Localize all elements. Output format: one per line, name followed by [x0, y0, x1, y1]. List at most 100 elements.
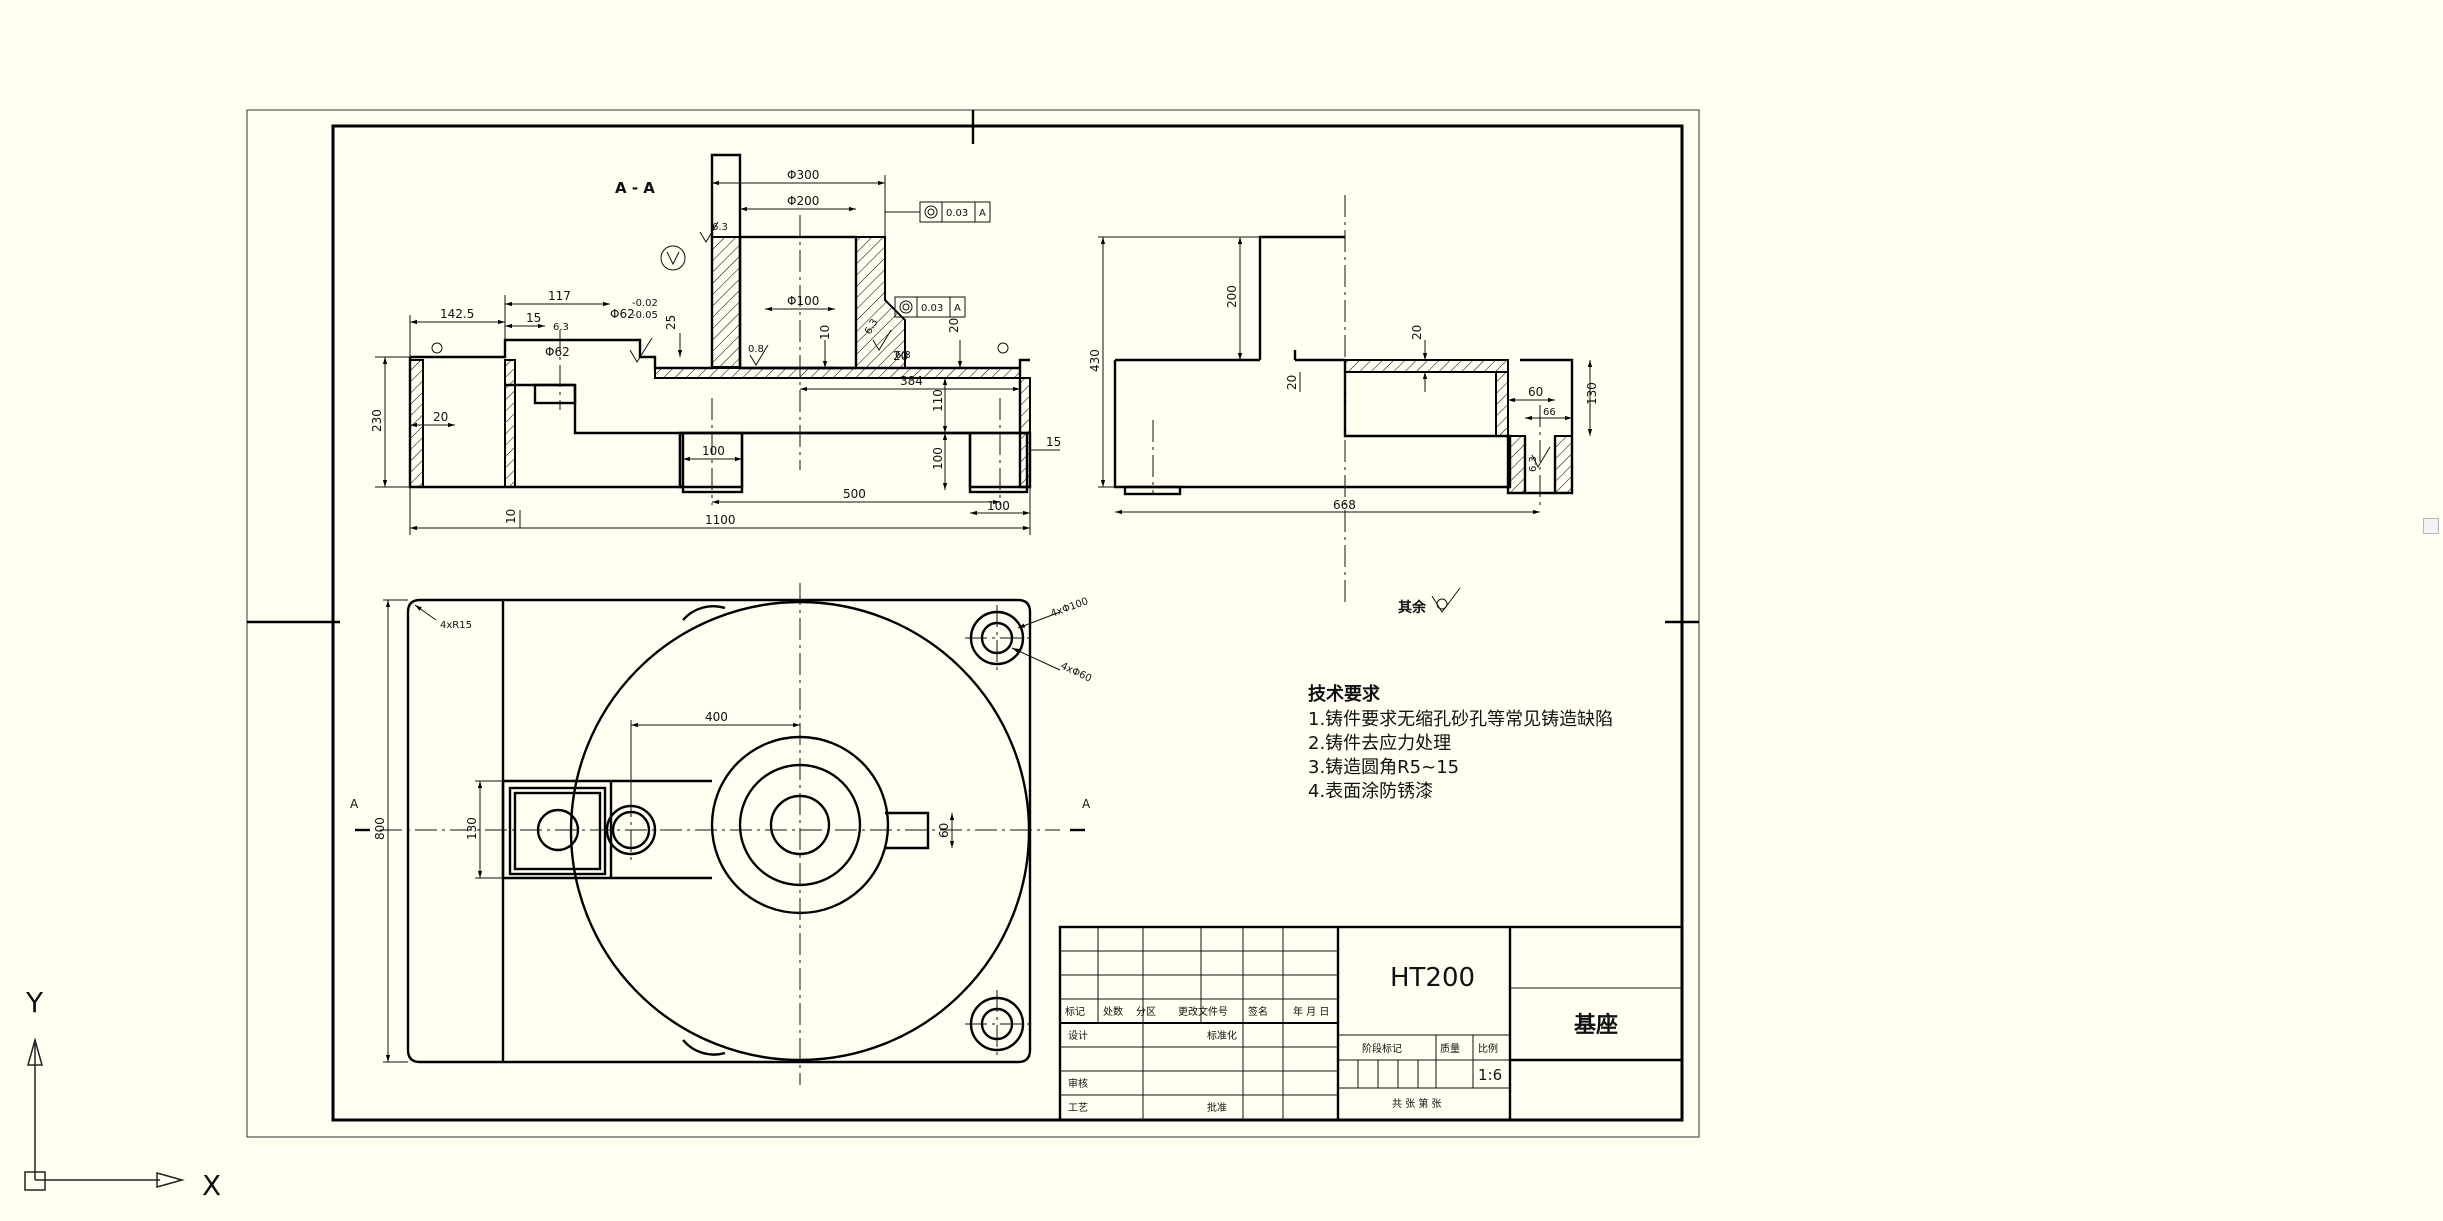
material: HT200 [1390, 963, 1475, 993]
dim-d100: Φ100 [787, 294, 819, 308]
coax2-datum: A [954, 303, 961, 314]
label-doc-no: 更改文件号 [1178, 1005, 1228, 1018]
dim-60h: 60 [937, 823, 951, 838]
label-design: 设计 [1068, 1029, 1088, 1042]
side-view: 430 200 20 20 60 66 130 668 6.3 [1088, 195, 1599, 605]
label-count: 处数 [1103, 1005, 1123, 1018]
label-sheets: 共 张 第 张 [1392, 1097, 1442, 1110]
label-review: 审核 [1068, 1077, 1088, 1090]
coax1-datum: A [979, 208, 986, 219]
hatch-left-wall [409, 359, 424, 488]
requirement-item-2: 2.铸件去应力处理 [1308, 733, 1451, 754]
section-title: A - A [615, 179, 655, 197]
dim-15a: 15 [526, 311, 541, 325]
dim-holes-big: 4xΦ100 [1049, 596, 1090, 620]
dim-15b: 15 [1046, 435, 1061, 449]
coaxiality-frame-2 [894, 296, 966, 318]
label-scale: 比例 [1478, 1042, 1498, 1055]
requirement-item-4: 4.表面涂防锈漆 [1308, 781, 1433, 802]
ucs-icon [24, 1037, 185, 1191]
roughness-remaining-symbol [1431, 587, 1461, 613]
label-process: 工艺 [1068, 1102, 1088, 1114]
dim-60: 60 [1528, 385, 1543, 399]
dim-tol-a: -0.02 [632, 298, 658, 309]
section-mark-right: A [1082, 797, 1091, 811]
section-view: A - A [370, 153, 1061, 535]
technical-requirements: 技术要求 1.铸件要求无缩孔砂孔等常见铸造缺陷 2.铸件去应力处理 3.铸造圆角… [1308, 683, 1613, 802]
top-view: 400 800 130 60 4xΦ100 4xΦ60 4xR15 A A [350, 583, 1093, 1085]
dim-200: 200 [1225, 285, 1239, 308]
label-stage: 阶段标记 [1362, 1042, 1402, 1055]
dim-117: 117 [548, 289, 571, 303]
dim-100b: 100 [987, 499, 1010, 513]
ucs-x-label: X [202, 1169, 221, 1202]
scrollbar-thumb[interactable] [2423, 518, 2439, 534]
hatch-cylinder-left [711, 236, 741, 368]
requirements-heading: 技术要求 [1308, 683, 1381, 705]
coax1-value: 0.03 [946, 208, 968, 219]
hatch-top-plate [654, 367, 1021, 379]
dim-230: 230 [370, 409, 384, 432]
roughness-symbols [431, 221, 1009, 366]
dim-10h: 10 [504, 509, 518, 524]
label-mark: 标记 [1065, 1006, 1085, 1018]
coax2-value: 0.03 [921, 303, 943, 314]
drawing-frame [331, 124, 1684, 1122]
dim-25: 25 [664, 315, 678, 330]
dim-1100: 1100 [705, 513, 736, 527]
hatch-side-plate [1344, 359, 1509, 373]
dim-142: 142.5 [440, 307, 474, 321]
roughness-r6: 6.3 [1528, 456, 1539, 472]
roughness-remaining-label: 其余 [1398, 599, 1427, 616]
dim-20c: 20 [433, 410, 448, 424]
dim-500: 500 [843, 487, 866, 501]
dim-20-side-b: 20 [1285, 375, 1299, 390]
coaxiality-frame-1 [885, 201, 991, 223]
label-standard: 标准化 [1207, 1029, 1237, 1042]
label-weight: 质量 [1440, 1043, 1460, 1055]
dim-tol-b: -0.05 [632, 310, 658, 321]
dim-130: 130 [1585, 382, 1599, 405]
dim-d62b: Φ62 [545, 345, 570, 359]
label-date: 年 月 日 [1293, 1005, 1329, 1018]
dim-384: 384 [900, 374, 923, 388]
dim-130b: 130 [465, 817, 479, 840]
label-approve: 批准 [1207, 1101, 1227, 1114]
hatch-side-boss-r [1554, 435, 1573, 494]
label-zone: 分区 [1136, 1006, 1156, 1018]
dim-holes-small: 4xΦ60 [1059, 661, 1093, 685]
dim-fillet: 4xR15 [440, 620, 472, 631]
dim-110: 110 [931, 389, 945, 412]
roughness-r5: 6.3 [895, 350, 911, 361]
hatch-side-boss-l [1507, 435, 1526, 494]
dim-20b: 20 [893, 349, 908, 363]
roughness-r3: 0.8 [748, 344, 764, 355]
ucs-y-label: Y [25, 986, 44, 1019]
dim-668: 668 [1333, 498, 1356, 512]
title-block: HT200 基座 1:6 标记 处数 分区 更改文件号 签名 年 月 日 设计 … [1058, 925, 1684, 1122]
dim-800: 800 [373, 817, 387, 840]
dim-d62a: Φ62 [610, 307, 635, 321]
dim-430: 430 [1088, 349, 1102, 372]
hatch-rib [504, 359, 516, 488]
dim-10a: 10 [818, 325, 832, 340]
dim-d200: Φ200 [787, 194, 819, 208]
label-sign: 签名 [1248, 1005, 1268, 1018]
dim-d300: Φ300 [787, 168, 819, 182]
dim-400: 400 [705, 710, 728, 724]
section-mark-left: A [350, 797, 359, 811]
roughness-r2: 6.3 [553, 322, 569, 333]
part-name: 基座 [1574, 1012, 1618, 1038]
requirement-item-3: 3.铸造圆角R5~15 [1308, 757, 1459, 778]
roughness-r1: 6.3 [712, 222, 728, 233]
dim-66: 66 [1543, 407, 1556, 418]
requirement-item-1: 1.铸件要求无缩孔砂孔等常见铸造缺陷 [1308, 709, 1613, 730]
dim-100h: 100 [931, 447, 945, 470]
dim-20a: 20 [947, 318, 961, 333]
centering-marks [247, 110, 1699, 624]
scale-value: 1:6 [1478, 1066, 1502, 1084]
roughness-side [1531, 446, 1551, 469]
dim-20-side-a: 20 [1410, 325, 1424, 340]
dim-100a: 100 [702, 444, 725, 458]
